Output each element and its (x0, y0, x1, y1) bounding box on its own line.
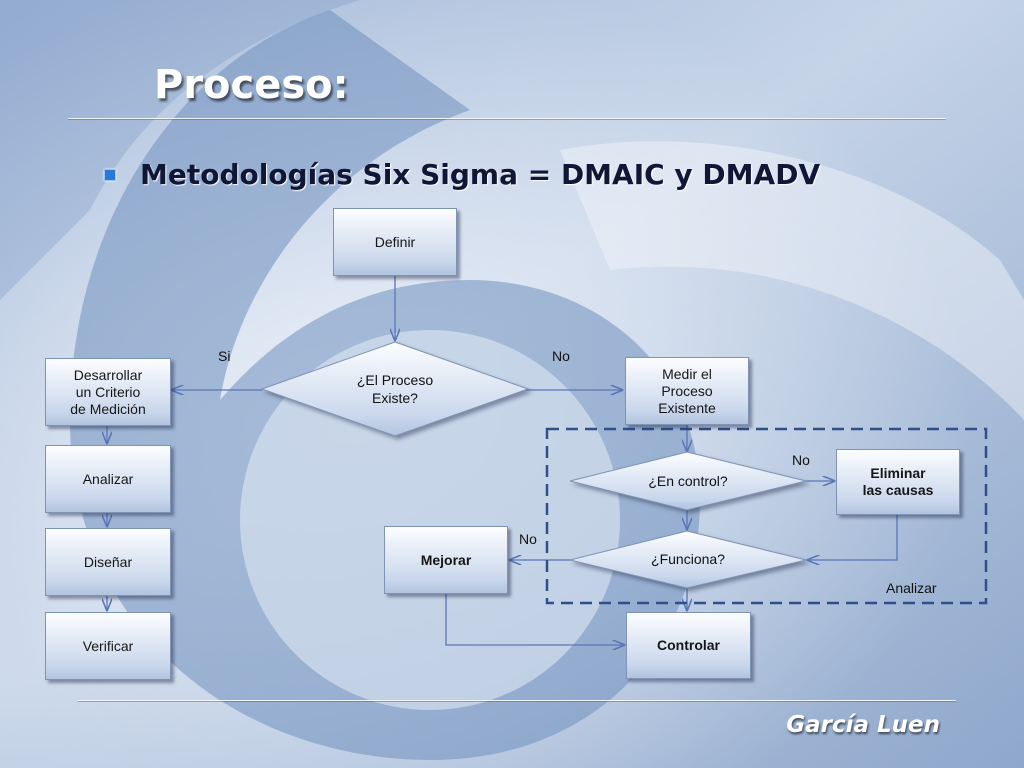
node-eliminar-label: Eliminar las causas (862, 465, 934, 498)
edge-label-no-control: No (792, 452, 810, 468)
diamond-en-control-label: ¿En control? (648, 473, 728, 489)
bullet-item: Metodologías Six Sigma = DMAIC y DMADV (104, 158, 820, 191)
node-analizar-left: Analizar (45, 445, 171, 513)
slide-title: Proceso: (154, 62, 349, 108)
edge-mejorar-controlar (445, 593, 624, 645)
diamond-funciona-label: ¿Funciona? (651, 551, 725, 567)
diamond-funciona: ¿Funciona? (569, 530, 807, 589)
node-verificar: Verificar (45, 612, 171, 680)
diamond-existe-label-2: Existe? (372, 390, 418, 406)
edge-label-no-existe: No (552, 348, 570, 364)
bullet-text: Metodologías Six Sigma = DMAIC y DMADV (140, 158, 821, 191)
region-label-analizar: Analizar (886, 580, 937, 596)
node-desarrollar-label: Desarrollar un Criterio de Medición (70, 366, 146, 417)
node-definir: Definir (333, 208, 457, 276)
node-disenar: Diseñar (45, 528, 171, 596)
node-desarrollar-criterio: Desarrollar un Criterio de Medición (45, 358, 171, 426)
diamond-en-control: ¿En control? (569, 451, 807, 511)
node-medir-proceso: Medir el Proceso Existente (625, 357, 749, 425)
node-definir-label: Definir (374, 233, 416, 250)
edge-label-si: Si (218, 348, 230, 364)
bullet-square-icon (104, 168, 116, 181)
title-rule (68, 118, 946, 119)
author-name: García Luen (786, 712, 940, 738)
node-verificar-label: Verificar (82, 637, 134, 654)
edge-label-no-funciona: No (519, 531, 537, 547)
node-mejorar: Mejorar (384, 526, 508, 594)
node-disenar-label: Diseñar (83, 553, 133, 570)
edge-eliminar-funciona (808, 514, 898, 560)
analizar-dashed-region (545, 427, 988, 605)
footer-rule (78, 700, 956, 701)
node-analizar-left-label: Analizar (82, 470, 134, 487)
node-eliminar-causas: Eliminar las causas (836, 449, 960, 515)
node-controlar: Controlar (626, 612, 751, 679)
node-medir-label: Medir el Proceso Existente (658, 365, 716, 416)
node-mejorar-label: Mejorar (420, 551, 472, 568)
diamond-existe: ¿El Proceso Existe? (260, 341, 530, 437)
node-controlar-label: Controlar (657, 637, 720, 653)
diamond-existe-label-1: ¿El Proceso (357, 372, 433, 388)
